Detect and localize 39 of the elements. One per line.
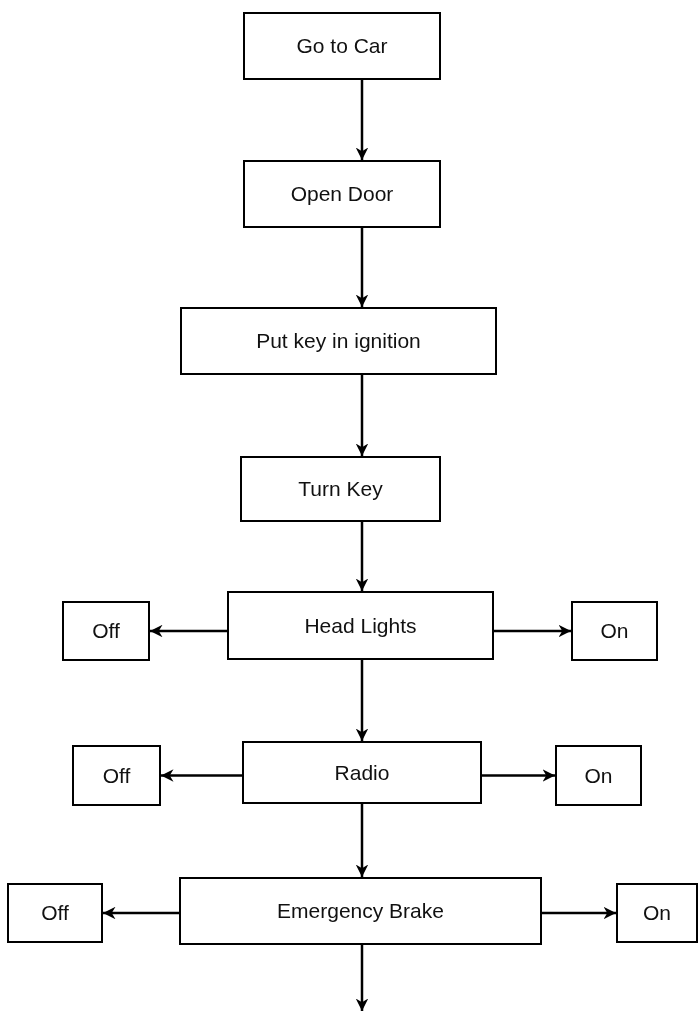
arrow [542,906,616,920]
process-box [242,741,482,804]
box-label: Off [41,901,69,925]
box-label: Emergency Brake [277,899,444,923]
arrow [482,769,555,782]
box-label: Off [92,619,120,643]
process-box [7,883,103,943]
box-label: Open Door [290,182,394,206]
arrow [355,522,369,591]
box-label: Put key in ignition [256,329,421,353]
process-box [571,601,658,661]
process-box [243,12,441,80]
box-label: On [600,619,629,643]
box-label: Radio [334,760,390,785]
arrow [355,660,369,741]
process-box [555,745,642,806]
process-box [616,883,698,943]
arrow [161,769,242,782]
arrow [355,945,369,1011]
box-label: On [643,901,671,925]
process-box [243,160,441,228]
process-box [62,601,150,661]
arrow [355,375,369,456]
arrow [150,624,227,638]
arrow [103,906,179,920]
process-box [180,307,497,375]
process-box [227,591,494,660]
process-box [240,456,441,522]
box-label: Off [102,763,131,788]
process-box [179,877,542,945]
arrow [355,804,369,877]
box-label: On [584,763,613,788]
box-label: Head Lights [304,613,417,638]
process-box [72,745,161,806]
arrow [494,624,571,638]
arrow [355,80,369,160]
box-label: Turn Key [298,477,383,501]
arrow [355,228,369,307]
box-label: Go to Car [296,34,388,58]
